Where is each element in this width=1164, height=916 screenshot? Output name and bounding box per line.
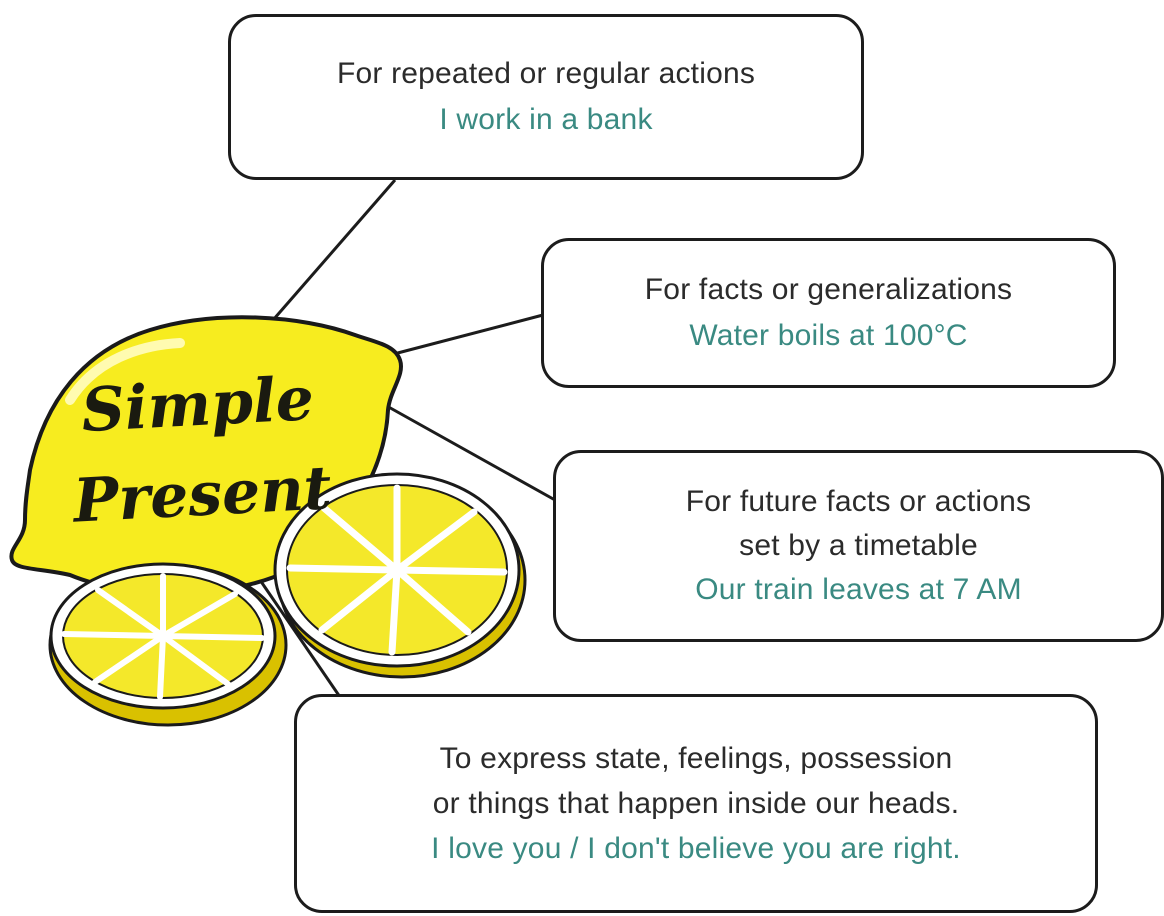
connector-line-4	[258, 579, 342, 698]
usage-example: Our train leaves at 7 AM	[695, 573, 1022, 606]
usage-box-timetable: For future facts or actions set by a tim…	[553, 450, 1164, 642]
usage-description: For facts or generalizations	[644, 273, 1013, 306]
usage-example: I work in a bank	[439, 103, 653, 136]
usage-description: For future facts or actions	[685, 485, 1032, 518]
usage-box-facts: For facts or generalizations Water boils…	[541, 238, 1116, 388]
usage-description: To express state, feelings, possession	[439, 742, 953, 775]
usage-example: I love you / I don't believe you are rig…	[431, 832, 961, 865]
title-line-2: Present	[71, 453, 334, 537]
lemon-slice-large	[273, 472, 527, 679]
usage-description: For repeated or regular actions	[336, 57, 756, 90]
usage-example: Water boils at 100°C	[689, 319, 968, 352]
usage-box-states: To express state, feelings, possession o…	[294, 694, 1098, 913]
lemon-slice-small	[48, 562, 288, 727]
usage-description-continued: or things that happen inside our heads.	[432, 787, 960, 820]
connector-line-1	[258, 179, 397, 336]
usage-description-continued: set by a timetable	[739, 529, 978, 562]
diagram-title: Simple Present	[36, 352, 365, 549]
connector-line-3	[384, 403, 556, 502]
connector-line-2	[389, 313, 544, 357]
usage-box-repeated-actions: For repeated or regular actions I work i…	[228, 14, 864, 180]
title-line-1: Simple	[79, 364, 316, 447]
